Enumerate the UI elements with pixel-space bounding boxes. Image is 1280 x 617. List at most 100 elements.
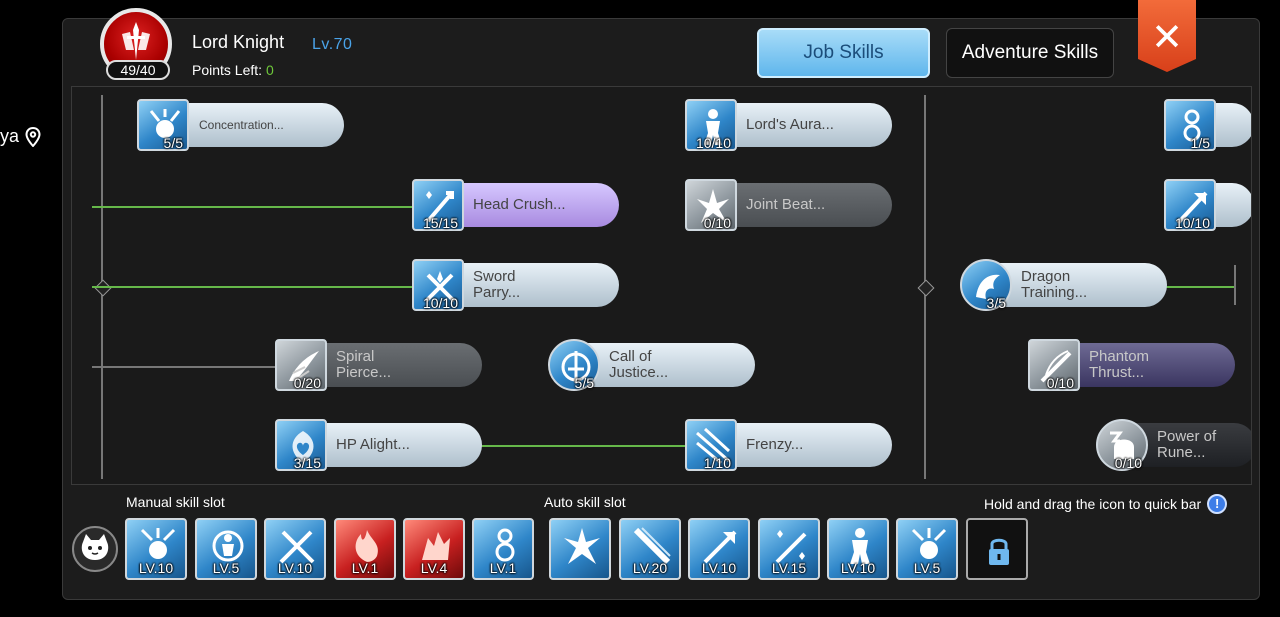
skill-name: HP Alight...: [336, 436, 410, 453]
skill-name: Dragon Training...: [1021, 268, 1088, 301]
connector-line: [92, 286, 414, 288]
auto-slot-6[interactable]: LV.5: [896, 518, 958, 580]
skill-count: 0/20: [293, 375, 321, 391]
rune-symbol-icon: 1/5: [1164, 99, 1216, 151]
cat-face-icon: [81, 534, 109, 560]
joint-beat-icon: 0/10: [685, 179, 737, 231]
slot-level: LV.10: [840, 560, 876, 576]
sword-parry-icon: [279, 530, 315, 564]
manual-slot-2[interactable]: LV.5: [195, 518, 257, 580]
manual-slot-1[interactable]: LV.10: [125, 518, 187, 580]
points-badge: 49/40: [106, 60, 170, 80]
skill-lords-aura[interactable]: Lord's Aura... 10/10: [685, 99, 892, 151]
skill-sword-parry[interactable]: Sword Parry... 10/10: [412, 259, 619, 311]
skill-hp-alight[interactable]: HP Alight... 3/15: [275, 419, 482, 471]
manual-slot-6[interactable]: LV.1: [472, 518, 534, 580]
slot-level: LV.1: [351, 560, 379, 576]
skill-name: Spiral Pierce...: [336, 348, 392, 381]
joint-beat-icon: [564, 528, 600, 564]
info-icon[interactable]: !: [1207, 494, 1228, 514]
skill-count: 3/15: [293, 455, 321, 471]
skill-call-of-justice[interactable]: Call of Justice... 5/5: [548, 339, 755, 391]
skill-count: 10/10: [695, 135, 731, 151]
location-label: ya: [0, 126, 41, 147]
tab-job-skills[interactable]: Job Skills: [757, 28, 930, 78]
skill-name: Joint Beat...: [746, 196, 826, 213]
tree-node-marker: [917, 279, 935, 297]
hp-alight-icon: 3/15: [275, 419, 327, 471]
skill-spiral-pierce[interactable]: Spiral Pierce... 0/20: [275, 339, 482, 391]
skill-phantom-thrust[interactable]: Phantom Thrust... 0/10: [1028, 339, 1235, 391]
skill-head-crush[interactable]: Head Crush... 15/15: [412, 179, 619, 231]
tab-adventure-skills[interactable]: Adventure Skills: [946, 28, 1114, 78]
auto-slot-5[interactable]: LV.10: [827, 518, 889, 580]
tree-divider: [1234, 265, 1236, 305]
location-text: ya: [0, 126, 20, 146]
skill-dragon-training[interactable]: Dragon Training... 3/5: [960, 259, 1167, 311]
connector-line: [480, 445, 688, 447]
slot-level: LV.10: [277, 560, 313, 576]
slot-level: LV.15: [771, 560, 807, 576]
manual-slot-3[interactable]: LV.10: [264, 518, 326, 580]
spiral-pierce-icon: 0/20: [275, 339, 327, 391]
phantom-thrust-icon: 0/10: [1028, 339, 1080, 391]
auto-slot-4[interactable]: LV.15: [758, 518, 820, 580]
skill-count: 5/5: [163, 135, 183, 151]
skill-arrow-strike[interactable]: 10/10: [1164, 179, 1251, 231]
skill-name: Lord's Aura...: [746, 116, 834, 133]
skill-count: 5/5: [574, 375, 594, 391]
skill-frenzy[interactable]: Frenzy... 1/10: [685, 419, 892, 471]
pet-cat-button[interactable]: [72, 526, 118, 572]
auto-slot-2[interactable]: LV.20: [619, 518, 681, 580]
lock-icon: [989, 538, 1009, 565]
slot-level: LV.1: [489, 560, 517, 576]
skill-concentration[interactable]: Concentration... 5/5: [137, 99, 344, 151]
connector-line: [92, 206, 414, 208]
sword-parry-icon: 10/10: [412, 259, 464, 311]
rune-symbol-icon: [495, 528, 515, 562]
close-icon: ✕: [1151, 17, 1183, 59]
power-of-rune-icon: 0/10: [1096, 419, 1148, 471]
skill-rune-symbol[interactable]: 1/5: [1164, 99, 1251, 151]
arrow-strike-icon: [703, 530, 737, 564]
skill-name: Head Crush...: [473, 196, 566, 213]
auto-slot-1[interactable]: [549, 518, 611, 580]
close-button[interactable]: ✕: [1138, 0, 1196, 72]
skill-count: 0/10: [1114, 455, 1142, 471]
skill-count: 10/10: [1174, 215, 1210, 231]
connector-line: [1164, 286, 1234, 288]
locked-slot[interactable]: [966, 518, 1028, 580]
drag-hint: Hold and drag the icon to quick bar !: [984, 494, 1228, 514]
skill-name: Concentration...: [199, 118, 284, 132]
slot-level: LV.10: [701, 560, 737, 576]
slot-level: LV.5: [913, 560, 941, 576]
slot-level: LV.5: [212, 560, 240, 576]
skill-name: Power of Rune...: [1157, 428, 1217, 461]
skill-power-of-rune[interactable]: Power of Rune... 0/10: [1096, 419, 1251, 471]
skill-count: 0/10: [703, 215, 731, 231]
concentration-icon: [140, 528, 176, 559]
map-pin-icon: [25, 126, 41, 147]
skill-name: Sword Parry...: [473, 268, 521, 301]
arrow-strike-icon: 10/10: [1164, 179, 1216, 231]
auto-slot-label: Auto skill slot: [544, 494, 626, 510]
skill-name: Phantom Thrust...: [1089, 348, 1150, 381]
skill-joint-beat[interactable]: Joint Beat... 0/10: [685, 179, 892, 231]
class-level: Lv.70: [312, 36, 353, 53]
manual-slot-5[interactable]: LV.4: [403, 518, 465, 580]
skill-tree[interactable]: Concentration... 5/5 Lord's Aura... 10/1…: [71, 86, 1252, 485]
blade-slash-icon: [633, 527, 671, 565]
skill-count: 1/10: [703, 455, 731, 471]
skill-count: 15/15: [422, 215, 458, 231]
lords-aura-icon: 10/10: [685, 99, 737, 151]
points-left-label: Points Left:: [192, 62, 263, 78]
manual-slot-4[interactable]: LV.1: [334, 518, 396, 580]
head-crush-icon: 15/15: [412, 179, 464, 231]
skill-count: 10/10: [422, 295, 458, 311]
aura-shield-icon: [212, 530, 244, 562]
head-crush-icon: [775, 530, 807, 564]
points-left: Points Left: 0: [192, 62, 274, 78]
skill-name: Call of Justice...: [609, 348, 669, 381]
fire-burst-icon: [355, 530, 378, 562]
auto-slot-3[interactable]: LV.10: [688, 518, 750, 580]
